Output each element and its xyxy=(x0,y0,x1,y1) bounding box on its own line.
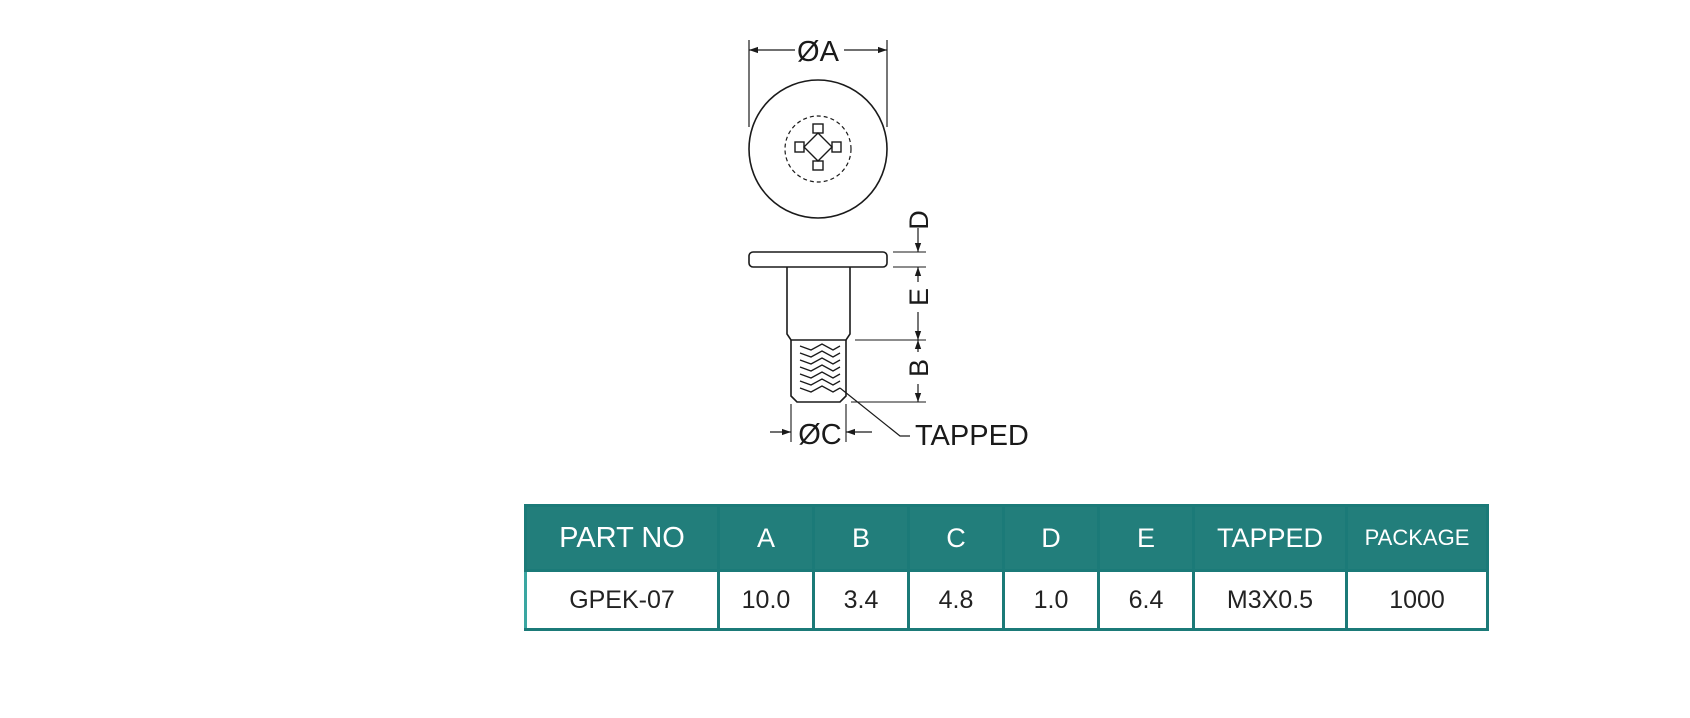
cell-d: 1.0 xyxy=(1002,569,1100,631)
side-view xyxy=(748,228,926,442)
thread-lines xyxy=(799,343,841,393)
phillips-cross-icon xyxy=(794,123,842,171)
header-b: B xyxy=(812,504,910,572)
cell-e: 6.4 xyxy=(1097,569,1195,631)
recess-circle xyxy=(784,115,852,183)
header-part-no: PART NO xyxy=(524,504,720,572)
header-c: C xyxy=(907,504,1005,572)
dim-b-label: B xyxy=(904,359,934,377)
cell-part-no: GPEK-07 xyxy=(524,569,720,631)
cell-tapped: M3X0.5 xyxy=(1192,569,1348,631)
header-tapped: TAPPED xyxy=(1192,504,1348,572)
cell-package: 1000 xyxy=(1345,569,1489,631)
header-a: A xyxy=(717,504,815,572)
header-package: PACKAGE xyxy=(1345,504,1489,572)
screw-tip xyxy=(790,340,847,403)
header-d: D xyxy=(1002,504,1100,572)
head-circle xyxy=(748,79,888,219)
cell-a: 10.0 xyxy=(717,569,815,631)
tapped-label: TAPPED xyxy=(915,420,1029,452)
cell-b: 3.4 xyxy=(812,569,910,631)
screw-shank xyxy=(786,267,851,341)
dim-e-label: E xyxy=(904,288,934,306)
header-e: E xyxy=(1097,504,1195,572)
dim-c-label: ØC xyxy=(798,419,842,451)
table-header-row: PART NO A B C D E TAPPED PACKAGE xyxy=(524,504,1489,572)
tapped-leader xyxy=(839,387,910,437)
top-view xyxy=(748,40,888,219)
spec-table: PART NO A B C D E TAPPED PACKAGE GPEK-07… xyxy=(524,504,1489,631)
table-row: GPEK-07 10.0 3.4 4.8 1.0 6.4 M3X0.5 1000 xyxy=(524,569,1489,631)
dim-d-label: D xyxy=(904,210,934,230)
dim-a-label: ØA xyxy=(797,36,840,68)
cell-c: 4.8 xyxy=(907,569,1005,631)
screw-head xyxy=(748,251,888,268)
